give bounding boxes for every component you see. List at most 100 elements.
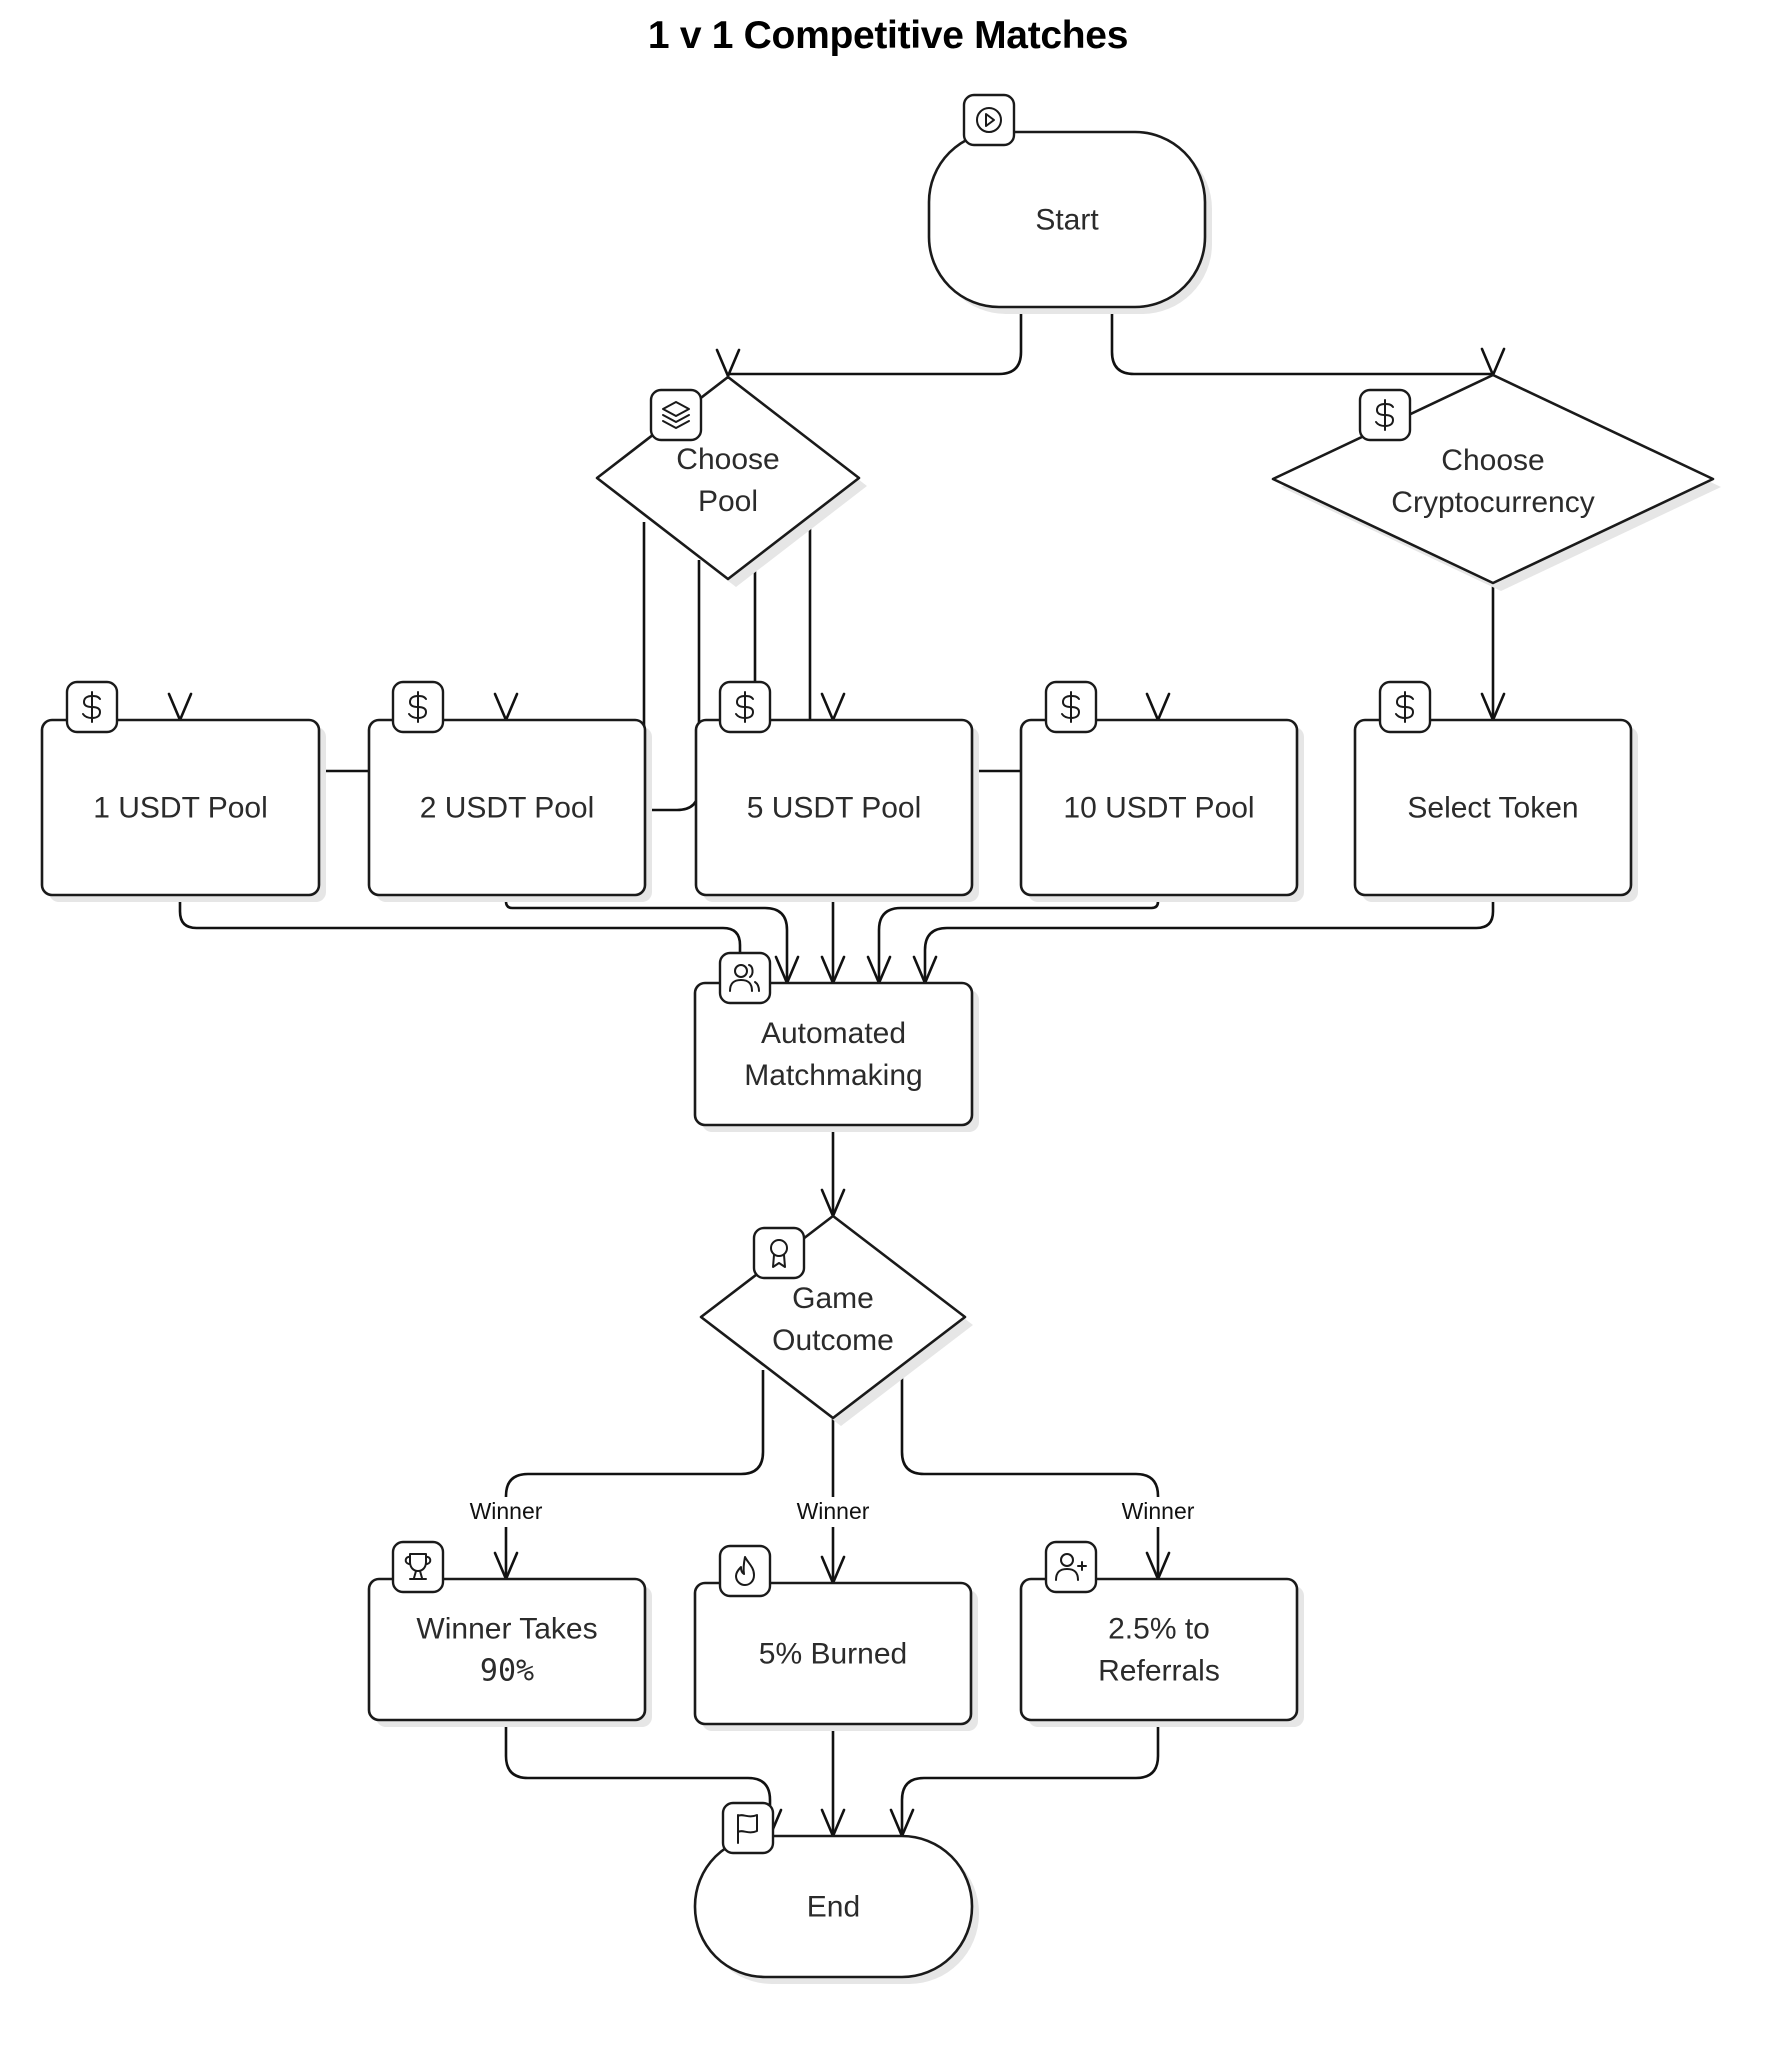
process-box [693,981,974,1127]
edge-start-to-choose-pool [715,307,1023,378]
icon-badge [718,951,772,1005]
flag-icon [721,1801,775,1855]
process-box [1019,1577,1299,1722]
node-label: Matchmaking [744,1059,922,1092]
icon-badge [1044,1540,1098,1594]
icon-badge [718,1544,772,1598]
dollar-icon [1358,388,1412,442]
terminal-shape [927,130,1207,309]
connector-line [900,1370,1160,1579]
icon-badge [721,1801,775,1855]
dollar-icon [1044,680,1098,734]
node-burned[interactable]: 5% Burned [693,1544,978,1731]
edge-burned-to-end [820,1724,846,1838]
node-label: Winner Takes [416,1613,597,1646]
trophy-icon [391,1540,445,1594]
node-referrals[interactable]: 2.5% to Referrals [1019,1540,1304,1727]
edge-label: Winner [470,1498,543,1524]
node-pool-5[interactable]: 5 USDT Pool [694,680,979,902]
dollar-icon [65,680,119,734]
arrowhead [167,692,193,722]
process-box [693,1581,973,1726]
edge-labels-layer: Winner Winner Winner [464,1497,1200,1527]
play-circle-icon [962,93,1016,147]
edge-pool-5-to-matchmaking [820,895,846,985]
dollar-icon [391,680,445,734]
edge-label: Winner [797,1498,870,1524]
user-plus-icon [1044,1540,1098,1594]
process-box [1019,718,1299,897]
edge-referrals-to-end [889,1720,1160,1838]
node-pool-2[interactable]: 2 USDT Pool [367,680,652,902]
node-pool-1[interactable]: 1 USDT Pool [40,680,326,902]
connector-line [178,895,742,962]
node-label: Choose [1441,444,1544,477]
node-pool-10[interactable]: 10 USDT Pool [1019,680,1304,902]
connector-line [1110,307,1495,376]
node-label: Select Token [1407,792,1578,825]
arrowhead [715,348,741,378]
terminal-shape [693,1834,974,1979]
decision-diamond [1271,373,1715,585]
dollar-icon [1378,680,1432,734]
connector-line [504,1720,772,1836]
layers-icon [649,388,703,442]
node-label: 2.5% to [1108,1613,1210,1646]
node-end[interactable]: End [693,1801,979,1984]
node-label: 5 USDT Pool [747,792,922,825]
node-label: Referrals [1098,1655,1220,1688]
arrowhead [493,692,519,722]
icon-badge [391,1540,445,1594]
process-box [367,1577,647,1722]
node-label: Game [792,1282,874,1315]
node-label: Pool [698,485,758,518]
edge-label: Winner [1122,1498,1195,1524]
icon-badge [962,93,1016,147]
decision-diamond [595,375,861,581]
edge-choose-crypto-to-select-token [1480,583,1506,722]
diagram-title: 1 v 1 Competitive Matches [647,14,1129,57]
edge-label-bg [464,1497,548,1527]
connector-line [504,895,789,983]
edge-matchmaking-to-game-outcome [820,1125,846,1218]
dollar-icon [718,680,772,734]
node-label: 5% Burned [759,1638,907,1671]
node-label: 90% [480,1654,534,1689]
edge-pool-1-to-matchmaking [178,895,742,962]
node-winner-takes[interactable]: Winner Takes 90% [367,1540,652,1727]
arrowhead [820,692,846,722]
node-label: Cryptocurrency [1391,486,1594,519]
edge-start-to-choose-crypto [1110,307,1506,377]
node-select-token[interactable]: Select Token [1353,680,1638,902]
flame-icon [718,1544,772,1598]
process-box [694,718,974,897]
process-box [1353,718,1633,897]
node-label: Automated [761,1017,906,1050]
process-box [367,718,647,897]
users-icon [718,951,772,1005]
decision-diamond [699,1214,967,1420]
connector-line [923,895,1495,983]
node-start[interactable]: Start [927,93,1212,314]
edge-pool-10-to-matchmaking [866,895,1160,985]
connector-line [900,1720,1160,1836]
award-icon [752,1226,806,1280]
edge-game-outcome-to-referrals [900,1370,1171,1581]
icon-badge [752,1226,806,1280]
edge-label-bg [1116,1497,1200,1527]
connector-line [726,307,1023,377]
arrowhead [1480,347,1506,377]
node-label: 1 USDT Pool [93,792,268,825]
edge-label-bg [791,1497,875,1527]
connector-line [504,1370,765,1579]
node-label: Choose [676,443,779,476]
node-label: End [807,1891,860,1924]
arrowhead [1145,692,1171,722]
node-label: Start [1035,204,1099,237]
